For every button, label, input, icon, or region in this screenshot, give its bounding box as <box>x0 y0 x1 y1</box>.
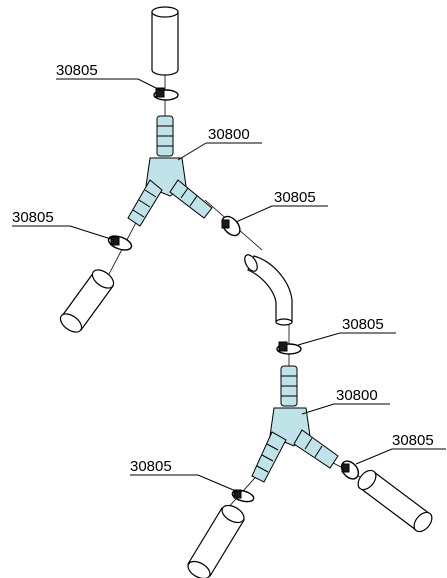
hose-clamp-lower-left <box>231 489 255 503</box>
hose-clamp-lower-right <box>340 460 360 480</box>
hose-upper-left <box>59 269 115 333</box>
hose-clamp-upper-right <box>221 215 241 237</box>
hose-clamp-upper-left <box>107 235 133 251</box>
hose-top <box>151 6 179 76</box>
callout-tee-lower: 30800 <box>336 387 378 404</box>
hose-elbow <box>244 254 293 326</box>
callout-clamp-middle: 30805 <box>342 316 384 333</box>
hose-lower-right <box>357 469 433 533</box>
tee-fitting-upper <box>127 115 213 227</box>
hose-clamp-middle <box>276 341 302 355</box>
hose-lower-left <box>187 504 245 578</box>
tee-fitting-lower <box>251 365 339 483</box>
callout-clamp-lower-left: 30805 <box>130 458 172 475</box>
callout-tee-upper: 30800 <box>208 126 250 143</box>
callout-clamp-upper-right: 30805 <box>274 189 316 206</box>
hose-clamp-top <box>153 87 179 101</box>
callout-leaders <box>12 78 446 493</box>
callout-labels: 30805 30800 30805 30805 30805 30800 3080… <box>12 62 434 475</box>
callout-clamp-lower-right: 30805 <box>392 432 434 449</box>
callout-clamp-top: 30805 <box>56 62 98 79</box>
callout-clamp-upper-left: 30805 <box>12 209 54 226</box>
